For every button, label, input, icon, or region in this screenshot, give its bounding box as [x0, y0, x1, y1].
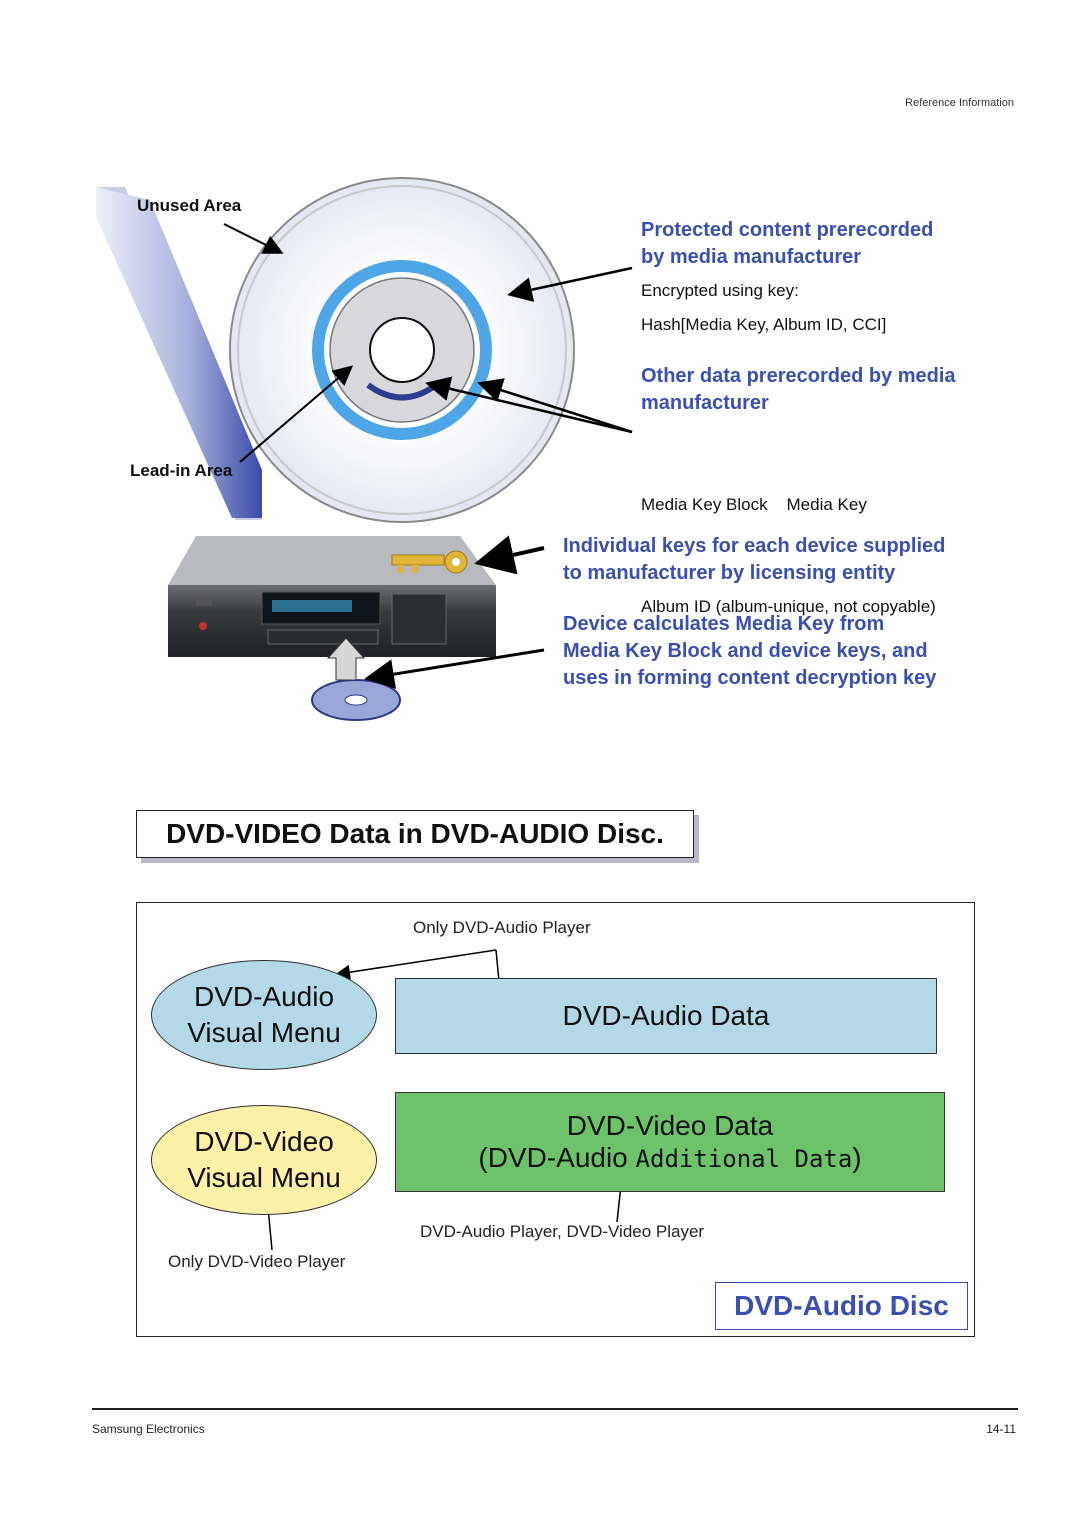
dvd-audio-disc-label: DVD-Audio Disc — [715, 1282, 968, 1330]
encrypted-line1: Encrypted using key: — [641, 281, 799, 300]
protected-heading-line1: Protected content prerecorded — [641, 219, 934, 241]
protected-heading-line2: by media manufacturer — [641, 246, 862, 268]
other-heading-line2: manufacturer — [641, 392, 769, 414]
lead-in-area-label: Lead-in Area — [130, 461, 233, 480]
audio-data-label: DVD-Audio Data — [562, 1000, 770, 1031]
footer-rule — [92, 1408, 1018, 1410]
device-calc-heading: Device calculates Media Key from Media K… — [563, 611, 936, 692]
only-video-player-note: Only DVD-Video Player — [168, 1252, 346, 1271]
dvd-video-data-box: DVD-Video Data (DVD-Audio Additional Dat… — [395, 1092, 945, 1192]
media-key-note: Media Key Block Media Key Album ID (albu… — [641, 420, 936, 658]
video-data-line2: (DVD-Audio Additional Data) — [478, 1142, 861, 1174]
device-calc-line1: Device calculates Media Key from — [563, 613, 885, 635]
unused-area-label: Unused Area — [137, 196, 242, 215]
encrypted-line2: Hash[Media Key, Album ID, CCI] — [641, 315, 887, 334]
device-keys-line2: to manufacturer by licensing entity — [563, 562, 896, 584]
device-keys-heading: Individual keys for each device supplied… — [563, 533, 945, 587]
protected-content-heading: Protected content prerecorded by media m… — [641, 217, 933, 271]
disc-outer-rim — [237, 185, 567, 515]
only-audio-player-note: Only DVD-Audio Player — [413, 918, 591, 937]
both-players-note: DVD-Audio Player, DVD-Video Player — [420, 1222, 705, 1241]
video-data-additional: Additional Data — [635, 1145, 853, 1173]
other-data-heading: Other data prerecorded by media manufact… — [641, 363, 956, 417]
media-key-block-line: Media Key Block Media Key — [641, 495, 867, 514]
album-id-line: Album ID (album-unique, not copyable) — [641, 597, 936, 616]
device-calc-line2: Media Key Block and device keys, and — [563, 640, 928, 662]
device-keys-line1: Individual keys for each device supplied — [563, 535, 946, 557]
footer-company: Samsung Electronics — [92, 1422, 205, 1436]
disc-illustration — [96, 177, 633, 721]
video-menu-line1: DVD-Video — [194, 1126, 334, 1157]
audio-menu-line1: DVD-Audio — [193, 981, 335, 1012]
dvd-audio-visual-menu: DVD-Audio Visual Menu — [151, 960, 377, 1070]
encrypted-note: Encrypted using key: Hash[Media Key, Alb… — [641, 274, 886, 342]
header-section-label: Reference Information — [905, 97, 1014, 109]
video-data-prefix: (DVD-Audio — [478, 1142, 628, 1173]
video-data-line1: DVD-Video Data — [566, 1110, 774, 1141]
device-calc-line3: uses in forming content decryption key — [563, 667, 937, 689]
disc-data-ring — [312, 260, 492, 440]
diagonal-band-main — [96, 187, 262, 518]
video-data-suffix: ) — [852, 1142, 862, 1173]
video-menu-line2: Visual Menu — [187, 1162, 341, 1193]
dvd-video-visual-menu: DVD-Video Visual Menu — [151, 1105, 377, 1215]
footer-page-number: 14-11 — [986, 1422, 1016, 1436]
other-heading-line1: Other data prerecorded by media — [641, 365, 956, 387]
audio-menu-line2: Visual Menu — [187, 1017, 341, 1048]
disc-hole — [369, 317, 435, 383]
dvd-audio-data-box: DVD-Audio Data — [395, 978, 937, 1054]
section-title: DVD-VIDEO Data in DVD-AUDIO Disc. — [136, 810, 694, 858]
